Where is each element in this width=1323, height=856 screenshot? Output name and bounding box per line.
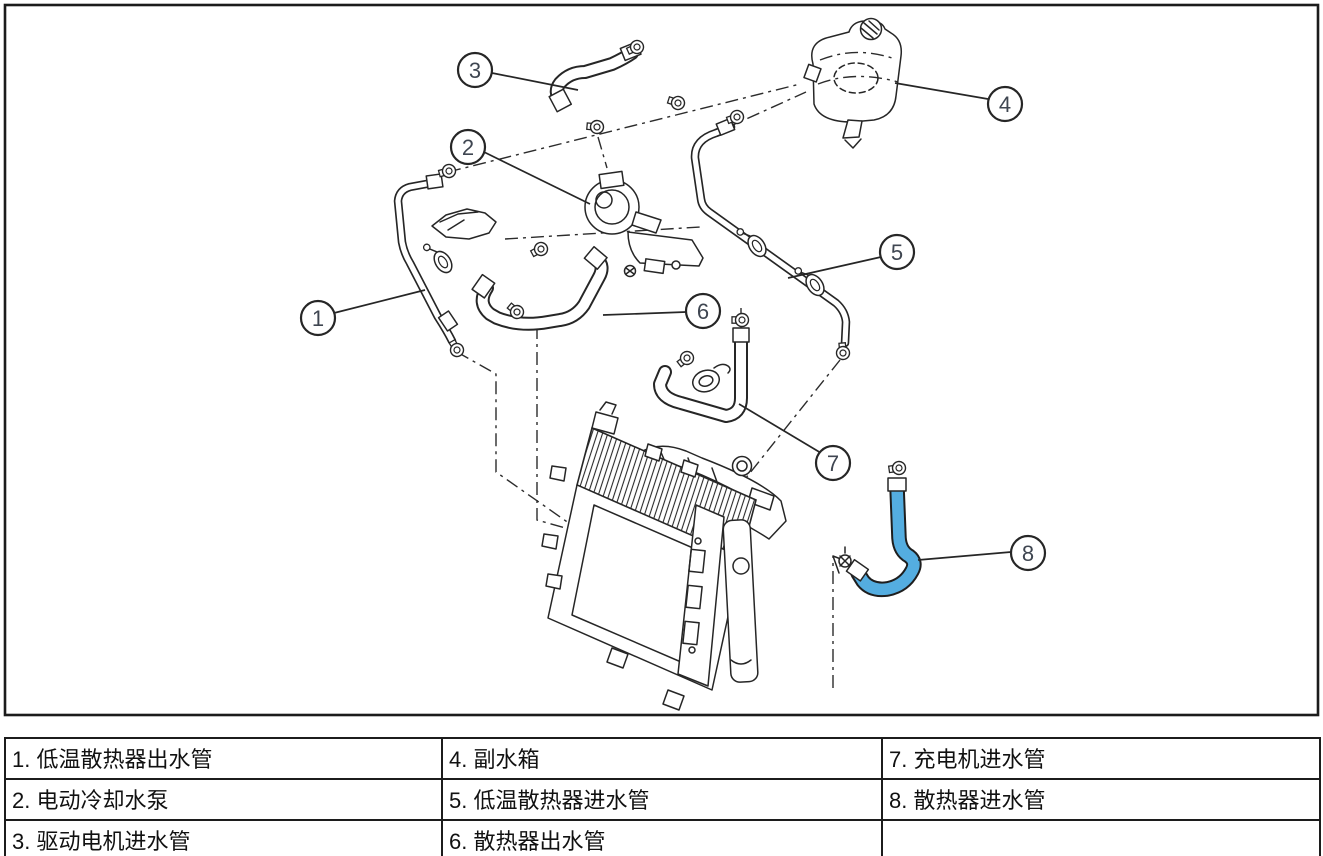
table-empty-cell <box>881 819 1321 856</box>
callout-leader-lines <box>333 72 1012 561</box>
callout-1: 1 <box>299 299 337 337</box>
part-label-2: 2. 电动冷却水泵 <box>4 778 443 821</box>
part-label-1: 1. 低温散热器出水管 <box>4 737 443 780</box>
callout-2: 2 <box>449 128 487 166</box>
callout-6-number: 6 <box>697 299 709 324</box>
part-label-3: 3. 驱动电机进水管 <box>4 819 443 856</box>
callout-8: 8 <box>1009 534 1047 572</box>
callout-5-number: 5 <box>891 240 903 265</box>
part-label-6: 6. 散热器出水管 <box>441 819 883 856</box>
table-row: 3. 驱动电机进水管 6. 散热器出水管 <box>4 819 1321 856</box>
callout-3-number: 3 <box>469 58 481 83</box>
part-label-4: 4. 副水箱 <box>441 737 883 780</box>
callout-3: 3 <box>456 51 494 89</box>
callout-7-number: 7 <box>827 451 839 476</box>
part-8-radiator-inlet-pipe-highlighted <box>838 459 922 598</box>
callout-6: 6 <box>684 292 722 330</box>
part-5-low-temp-radiator-inlet-pipe <box>690 107 851 361</box>
table-row: 2. 电动冷却水泵 5. 低温散热器进水管 8. 散热器进水管 <box>4 778 1321 821</box>
callout-5: 5 <box>878 233 916 271</box>
callout-4: 4 <box>986 85 1024 123</box>
pipe-bracket <box>431 208 497 240</box>
part-4-auxiliary-water-tank <box>665 17 903 149</box>
callout-1-number: 1 <box>312 306 324 331</box>
part-label-8: 8. 散热器进水管 <box>881 778 1321 821</box>
part-1-low-temp-radiator-outlet-pipe <box>393 162 497 360</box>
radiator-assembly <box>541 401 787 711</box>
parts-legend-table: 1. 低温散热器出水管 4. 副水箱 7. 充电机进水管 2. 电动冷却水泵 5… <box>4 737 1321 856</box>
table-row: 1. 低温散热器出水管 4. 副水箱 7. 充电机进水管 <box>4 737 1321 780</box>
exploded-view-figure: 1 2 3 4 5 6 7 <box>3 3 1320 717</box>
part-2-electric-cooling-water-pump <box>584 170 704 278</box>
cooling-system-diagram: 1 2 3 4 5 6 7 <box>3 3 1320 717</box>
part-6-radiator-outlet-pipe <box>471 239 609 331</box>
callout-balloons: 1 2 3 4 5 6 7 <box>299 51 1047 572</box>
part-label-5: 5. 低温散热器进水管 <box>441 778 883 821</box>
part-3-drive-motor-inlet-pipe <box>548 37 647 135</box>
callout-8-number: 8 <box>1022 541 1034 566</box>
highlight-hose-fill <box>852 481 920 596</box>
callout-2-number: 2 <box>462 135 474 160</box>
part-label-7: 7. 充电机进水管 <box>881 737 1321 780</box>
callout-4-number: 4 <box>999 92 1011 117</box>
callout-7: 7 <box>814 444 852 482</box>
